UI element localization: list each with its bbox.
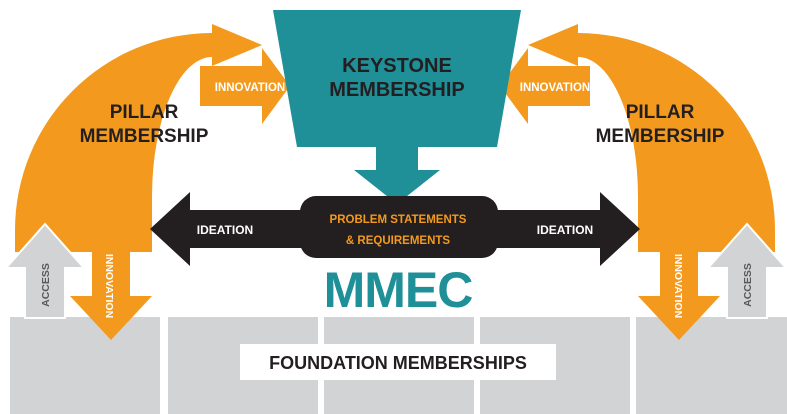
foundation-label: FOUNDATION MEMBERSHIPS bbox=[269, 353, 527, 373]
access-label-right: ACCESS bbox=[742, 263, 754, 307]
innovation-label-right: INNOVATION bbox=[520, 82, 591, 94]
pillar-right-title-line1: PILLAR bbox=[626, 102, 695, 123]
innovation-arrow-left bbox=[200, 48, 290, 124]
problem-statements-line2: & REQUIREMENTS bbox=[346, 235, 450, 247]
pillar-left-arc bbox=[15, 24, 262, 252]
keystone-block bbox=[273, 10, 521, 147]
pillar-left-title-line1: PILLAR bbox=[110, 102, 179, 123]
ideation-label-left: IDEATION bbox=[197, 223, 253, 237]
pillar-right-arc bbox=[528, 24, 775, 252]
problem-statements-line1: PROBLEM STATEMENTS bbox=[330, 214, 467, 226]
keystone-down-arrow bbox=[354, 147, 440, 204]
access-arrow-right bbox=[705, 222, 787, 319]
foundation-label-box bbox=[240, 344, 556, 380]
innovation-arrow-right bbox=[500, 48, 590, 124]
innovation-down-label-left: INNOVATION bbox=[103, 254, 115, 318]
innovation-down-arrow-left bbox=[70, 232, 152, 340]
mmec-logo: MMEC bbox=[324, 262, 473, 318]
access-label-left: ACCESS bbox=[40, 263, 52, 307]
keystone-title-line1: KEYSTONE bbox=[342, 55, 452, 77]
foundation-block-1 bbox=[10, 317, 160, 414]
problem-statements-box bbox=[300, 196, 498, 258]
ideation-label-right: IDEATION bbox=[537, 223, 593, 237]
innovation-down-arrow-right bbox=[638, 232, 720, 340]
innovation-label-left: INNOVATION bbox=[215, 82, 286, 94]
pillar-left-title-line2: MEMBERSHIP bbox=[80, 126, 209, 147]
innovation-down-label-right: INNOVATION bbox=[672, 254, 684, 318]
access-arrow-left bbox=[3, 222, 87, 319]
foundation-block-5 bbox=[636, 317, 787, 414]
keystone-title-line2: MEMBERSHIP bbox=[329, 79, 465, 101]
pillar-right-title-line2: MEMBERSHIP bbox=[596, 126, 725, 147]
